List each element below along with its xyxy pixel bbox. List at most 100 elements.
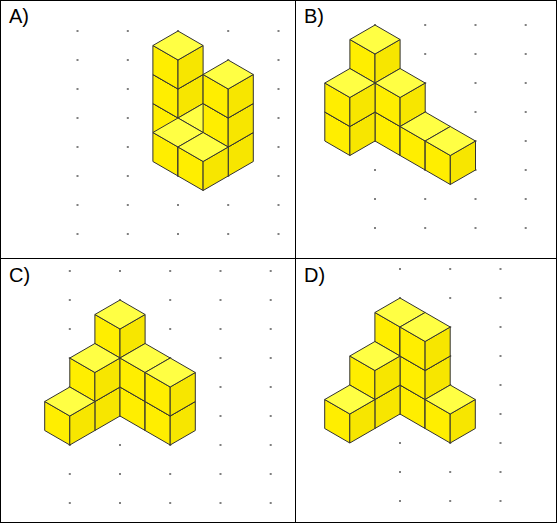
grid-dot <box>77 88 79 90</box>
grid-dot <box>69 502 71 504</box>
cube-face <box>375 69 425 98</box>
grid-dot <box>475 111 477 113</box>
grid-dot <box>127 204 129 206</box>
grid-dot <box>127 30 129 32</box>
grid-dot <box>525 53 527 55</box>
grid-dot <box>270 415 272 417</box>
grid-dot <box>227 30 229 32</box>
grid-dot <box>475 24 477 26</box>
cube-face <box>425 127 475 156</box>
grid-dot <box>220 444 222 446</box>
grid-dot <box>127 233 129 235</box>
grid-dot <box>77 59 79 61</box>
grid-dot <box>169 328 171 330</box>
grid-dot <box>169 473 171 475</box>
grid-dot <box>220 299 222 301</box>
grid-dot <box>449 268 451 270</box>
grid-dot <box>424 24 426 26</box>
grid-dot <box>270 386 272 388</box>
grid-dot <box>475 198 477 200</box>
grid-dot <box>119 502 121 504</box>
grid-dot <box>270 444 272 446</box>
grid-dot <box>127 175 129 177</box>
grid-dot <box>424 53 426 55</box>
grid-dot <box>169 299 171 301</box>
grid-dot <box>525 111 527 113</box>
grid-dot <box>127 146 129 148</box>
grid-dot <box>278 88 280 90</box>
grid-dot <box>500 413 502 415</box>
grid-dot <box>449 500 451 502</box>
grid-dot <box>500 471 502 473</box>
grid-dot <box>399 268 401 270</box>
cube-face <box>95 300 145 329</box>
grid-dot <box>278 204 280 206</box>
grid-dot <box>278 30 280 32</box>
dot-grid <box>69 24 527 504</box>
grid-dot <box>475 82 477 84</box>
grid-dot <box>374 198 376 200</box>
grid-dot <box>69 270 71 272</box>
grid-dot <box>525 82 527 84</box>
grid-dot <box>69 328 71 330</box>
grid-dot <box>227 233 229 235</box>
grid-dot <box>69 299 71 301</box>
grid-dot <box>449 297 451 299</box>
cube-stack <box>45 300 196 445</box>
grid-dot <box>278 146 280 148</box>
grid-dot <box>77 204 79 206</box>
option-letter: C) <box>8 264 31 286</box>
grid-dot <box>399 442 401 444</box>
grid-dot <box>220 386 222 388</box>
grid-dot <box>77 233 79 235</box>
grid-dot <box>127 117 129 119</box>
grid-dot <box>525 198 527 200</box>
grid-dot <box>177 204 179 206</box>
table-rule <box>0 258 557 259</box>
grid-dot <box>77 117 79 119</box>
grid-dot <box>77 175 79 177</box>
grid-dot <box>220 473 222 475</box>
grid-dot <box>399 471 401 473</box>
option-letter: D) <box>303 264 326 286</box>
grid-dot <box>220 415 222 417</box>
grid-dot <box>278 59 280 61</box>
grid-dot <box>220 357 222 359</box>
cube-stack <box>153 31 253 191</box>
option-letter: B) <box>303 5 325 27</box>
grid-dot <box>119 444 121 446</box>
grid-dot <box>77 30 79 32</box>
grid-dot <box>525 140 527 142</box>
grid-dot <box>374 169 376 171</box>
grid-dot <box>500 384 502 386</box>
grid-dot <box>475 53 477 55</box>
cube-face <box>70 344 120 373</box>
grid-dot <box>500 268 502 270</box>
cube-stack <box>325 298 476 443</box>
cube-face <box>325 69 375 98</box>
grid-dot <box>77 146 79 148</box>
table-rule <box>295 0 296 523</box>
grid-dot <box>424 198 426 200</box>
cube-face <box>350 25 400 54</box>
cube-face <box>350 342 400 371</box>
grid-dot <box>270 299 272 301</box>
grid-dot <box>525 24 527 26</box>
cube-stack <box>325 25 476 185</box>
grid-dot <box>169 270 171 272</box>
grid-dot <box>424 227 426 229</box>
grid-dot <box>500 355 502 357</box>
cube-face <box>153 31 203 60</box>
grid-dot <box>399 500 401 502</box>
grid-dot <box>270 502 272 504</box>
grid-dot <box>500 297 502 299</box>
grid-dot <box>449 471 451 473</box>
grid-dot <box>270 270 272 272</box>
grid-dot <box>500 442 502 444</box>
grid-dot <box>525 227 527 229</box>
grid-dot <box>270 473 272 475</box>
grid-dot <box>500 326 502 328</box>
grid-dot <box>177 233 179 235</box>
